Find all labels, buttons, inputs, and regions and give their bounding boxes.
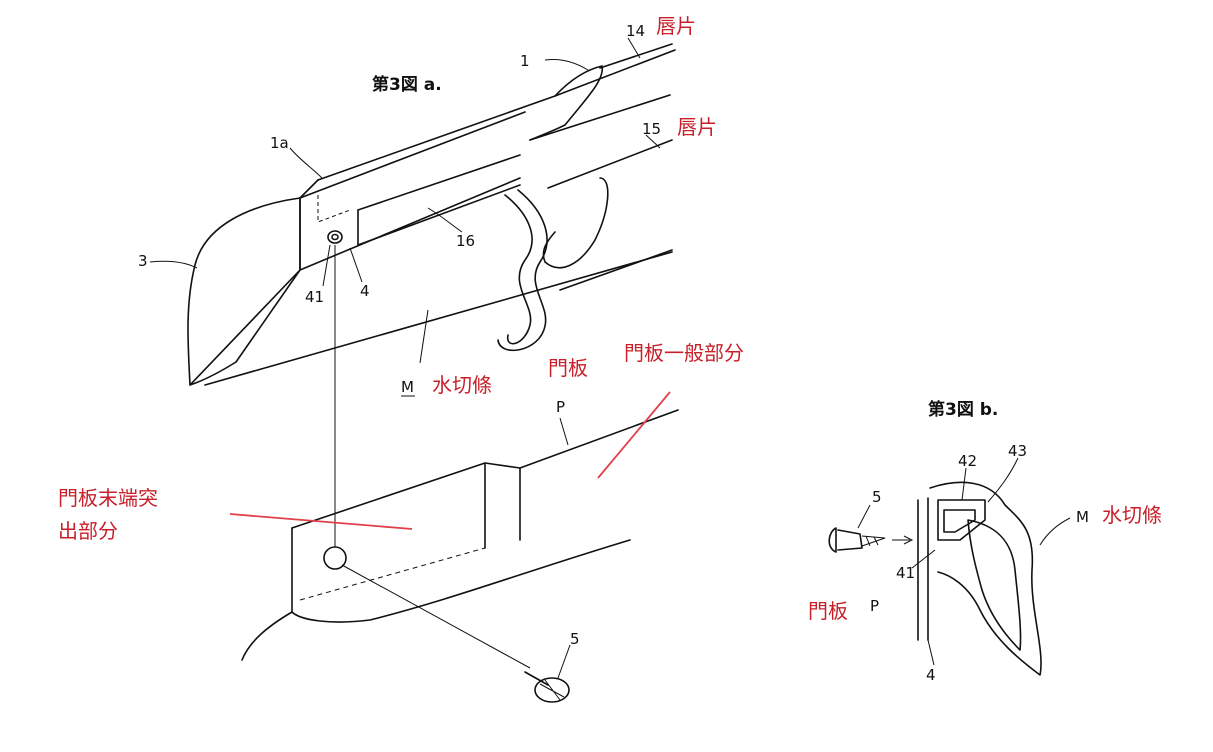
label-42: 42 xyxy=(958,452,977,470)
figure-b-title: 第3図 b. xyxy=(928,399,998,420)
label-b-M: M xyxy=(1076,508,1089,526)
label-4: 4 xyxy=(360,282,370,300)
label-M: M xyxy=(401,378,414,396)
label-43: 43 xyxy=(1008,442,1027,460)
label-b-4: 4 xyxy=(926,666,936,684)
label-3: 3 xyxy=(138,252,148,270)
label-15: 15 xyxy=(642,120,661,138)
figure-b: 第3図 b. 5 42 43 M 41 P 4 水切條 門板 xyxy=(808,399,1162,684)
annotation-lip-upper: 唇片 xyxy=(656,14,696,38)
annotation-door-end-line2: 出部分 xyxy=(58,519,118,543)
annotation-door-panel-general: 門板一般部分 xyxy=(624,341,744,365)
annotation-lip-lower: 唇片 xyxy=(677,115,717,139)
figure-a-title: 第3図 a. xyxy=(372,74,442,95)
label-1: 1 xyxy=(520,52,530,70)
label-b-41: 41 xyxy=(896,564,915,582)
drip-molding-body xyxy=(187,43,676,386)
door-panel xyxy=(241,245,679,703)
figure-a: 第3図 a. 14 1 15 1a 3 16 41 4 M P 5 唇片 唇片 … xyxy=(58,14,744,703)
label-P: P xyxy=(556,398,565,416)
annotation-door-panel: 門板 xyxy=(548,356,588,380)
label-b-5: 5 xyxy=(872,488,882,506)
label-14: 14 xyxy=(626,22,645,40)
annotation-drip-molding: 水切條 xyxy=(432,373,492,397)
label-b-P: P xyxy=(870,597,879,615)
annotation-door-end-line1: 門板末端突 xyxy=(58,486,158,510)
label-16: 16 xyxy=(456,232,475,250)
annotation-b-door-panel: 門板 xyxy=(808,599,848,623)
label-5: 5 xyxy=(570,630,580,648)
label-1a: 1a xyxy=(270,134,289,152)
label-41: 41 xyxy=(305,288,324,306)
annotation-b-drip-molding: 水切條 xyxy=(1102,503,1162,527)
